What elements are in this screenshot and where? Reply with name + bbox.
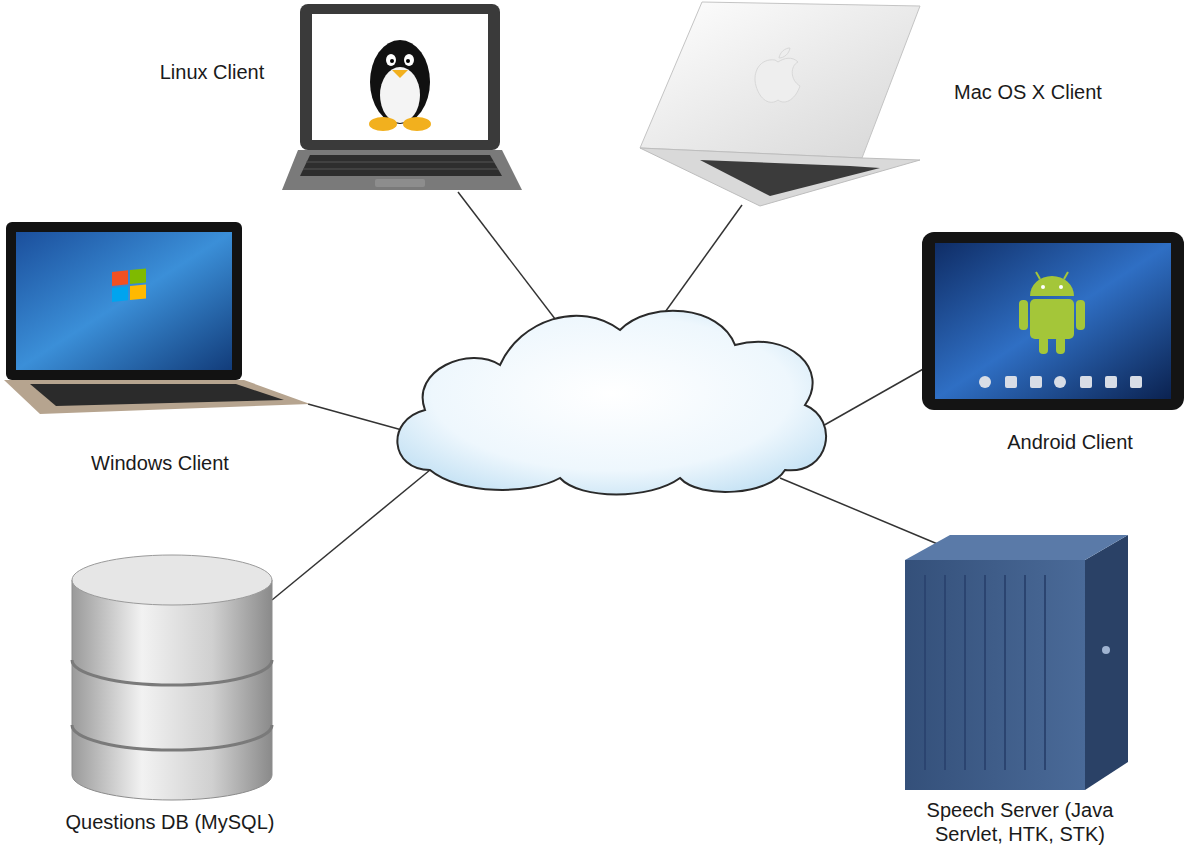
server-tower bbox=[905, 535, 1128, 790]
device-label: Linux Client bbox=[156, 58, 269, 86]
label-text: Android Client bbox=[1007, 430, 1133, 454]
device-label: Windows Client bbox=[87, 449, 233, 477]
network-links bbox=[272, 192, 940, 600]
android-tablet bbox=[922, 232, 1184, 410]
label-text: Windows Client bbox=[91, 451, 229, 475]
windows-laptop bbox=[4, 222, 310, 414]
device-label: Android Client bbox=[1003, 428, 1137, 456]
label-text: Speech Server (Java Servlet, HTK, STK) bbox=[899, 798, 1141, 846]
network-cloud bbox=[397, 311, 826, 495]
label-text: Mac OS X Client bbox=[954, 80, 1102, 104]
label-text: Questions DB (MySQL) bbox=[66, 810, 275, 834]
mac-laptop bbox=[640, 2, 920, 206]
label-text: Linux Client bbox=[160, 60, 265, 84]
device-label: Mac OS X Client bbox=[950, 78, 1106, 106]
database-cylinder bbox=[72, 555, 272, 800]
linux-laptop bbox=[282, 4, 522, 190]
device-label: Speech Server (Java Servlet, HTK, STK) bbox=[895, 796, 1145, 848]
device-label: Questions DB (MySQL) bbox=[62, 808, 279, 836]
